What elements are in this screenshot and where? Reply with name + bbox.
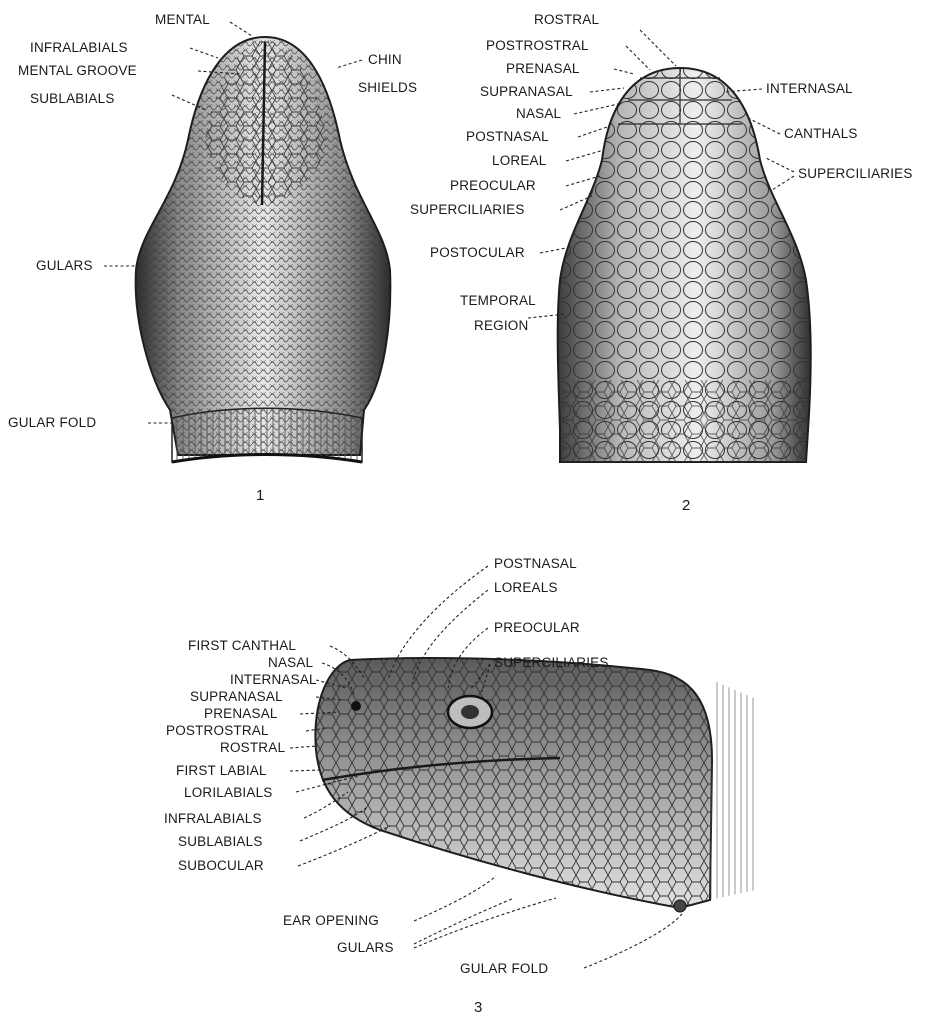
nostril (351, 701, 361, 711)
fig3-label-postnasal: POSTNASAL (494, 556, 577, 571)
neck-granules (562, 380, 806, 462)
fig3-label-ear-opening: EAR OPENING (283, 913, 379, 928)
fig1-label-sublabials: SUBLABIALS (30, 91, 115, 106)
fig2-label-nasal: NASAL (516, 106, 562, 121)
fig3-label-gular-fold: GULAR FOLD (460, 961, 548, 976)
fig2-label-superciliaries-left: SUPERCILIARIES (410, 202, 525, 217)
fig3-label-subocular: SUBOCULAR (178, 858, 264, 873)
fig1-label-gulars: GULARS (36, 258, 93, 273)
figure-1-ventral-head (136, 37, 391, 462)
fig3-label-loreals: LOREALS (494, 580, 558, 595)
fig2-label-loreal: LOREAL (492, 153, 547, 168)
fig2-label-postnasal: POSTNASAL (466, 129, 549, 144)
fig3-label-rostral: ROSTRAL (220, 740, 285, 755)
fig2-label-supranasal: SUPRANASAL (480, 84, 573, 99)
fig1-label-chin: CHIN (368, 52, 402, 67)
figure-number-2: 2 (682, 497, 690, 514)
fig1-label-shields: SHIELDS (358, 80, 417, 95)
neck-skin-folds (710, 680, 758, 900)
fig2-label-internasal: INTERNASAL (766, 81, 853, 96)
fig2-label-canthals: CANTHALS (784, 126, 858, 141)
fig2-label-postrostral: POSTROSTRAL (486, 38, 589, 53)
fig3-label-lorilabials: LORILABIALS (184, 785, 273, 800)
fig3-label-first-labial: FIRST LABIAL (176, 763, 267, 778)
fig2-label-postocular: POSTOCULAR (430, 245, 525, 260)
figure-2-dorsal-head (558, 68, 811, 462)
fig3-label-gulars: GULARS (337, 940, 394, 955)
fig3-label-postrostral: POSTROSTRAL (166, 723, 269, 738)
fig3-label-infralabials: INFRALABIALS (164, 811, 262, 826)
figure-3-lateral-head (315, 658, 758, 912)
fig1-label-mental: MENTAL (155, 12, 210, 27)
fig3-label-superciliaries: SUPERCILIARIES (494, 655, 609, 670)
fig3-label-first-canthal: FIRST CANTHAL (188, 638, 296, 653)
fig1-label-mental-groove: MENTAL GROOVE (18, 63, 137, 78)
fig3-label-supranasal: SUPRANASAL (190, 689, 283, 704)
fig2-label-prenasal: PRENASAL (506, 61, 580, 76)
fig3-label-nasal: NASAL (268, 655, 314, 670)
fig2-label-superciliaries-right: SUPERCILIARIES (798, 166, 913, 181)
fig3-label-preocular: PREOCULAR (494, 620, 580, 635)
fig2-label-region: REGION (474, 318, 528, 333)
fig3-label-sublabials: SUBLABIALS (178, 834, 263, 849)
fig2-label-preocular: PREOCULAR (450, 178, 536, 193)
fig1-label-gular-fold: GULAR FOLD (8, 415, 96, 430)
figure-number-1: 1 (256, 487, 264, 504)
fig3-label-prenasal: PRENASAL (204, 706, 278, 721)
fig2-label-temporal: TEMPORAL (460, 293, 536, 308)
fig1-label-infralabials: INFRALABIALS (30, 40, 128, 55)
ear-opening (674, 900, 686, 912)
figure-number-3: 3 (474, 999, 482, 1016)
fig3-label-internasal: INTERNASAL (230, 672, 317, 687)
fig2-label-rostral: ROSTRAL (534, 12, 599, 27)
